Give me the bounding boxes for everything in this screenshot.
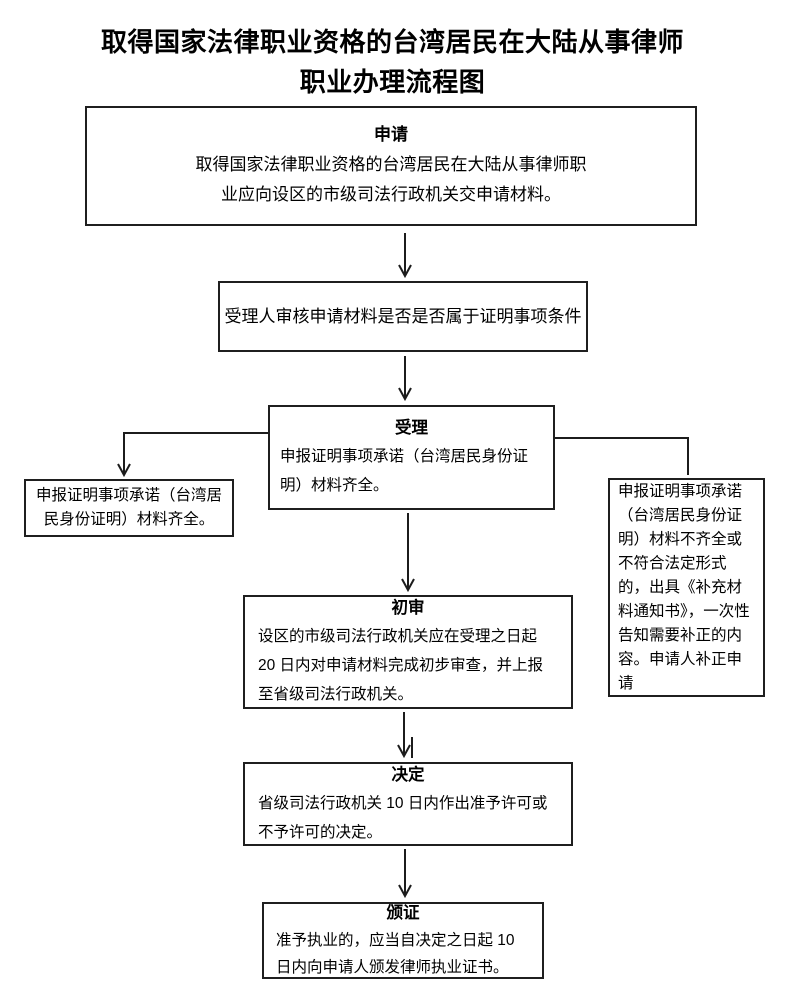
flow-box-decision-title: 决定 xyxy=(391,765,425,784)
arrow-decision-to-certificate-icon xyxy=(398,849,412,899)
flow-box-apply-body: 取得国家法律职业资格的台湾居民在大陆从事律师职业应向设区的市级司法行政机关交申请… xyxy=(195,155,587,204)
flow-box-certificate: 颁证 准予执业的，应当自决定之日起 10 日内向申请人颁发律师执业证书。 xyxy=(262,902,544,979)
flow-box-initial-review-title: 初审 xyxy=(391,599,425,617)
flow-box-certificate-title: 颁证 xyxy=(386,904,420,922)
flow-box-materials-incomplete-body: 申报证明事项承诺（台湾居民身份证明）材料不齐全或不符合法定形式的，出具《补充材料… xyxy=(618,482,750,692)
flow-box-review-check-body: 受理人审核申请材料是否是否属于证明事项条件 xyxy=(224,307,582,326)
flow-box-initial-review: 初审 设区的市级司法行政机关应在受理之日起 20 日内对申请材料完成初步审查，并… xyxy=(243,595,573,709)
flow-box-decision-body: 省级司法行政机关 10 日内作出准予许可或不予许可的决定。 xyxy=(258,794,548,841)
flow-box-initial-review-body: 设区的市级司法行政机关应在受理之日起 20 日内对申请材料完成初步审查，并上报至… xyxy=(258,628,544,703)
flow-box-apply: 申请 取得国家法律职业资格的台湾居民在大陆从事律师职业应向设区的市级司法行政机关… xyxy=(85,106,697,226)
page-title: 取得国家法律职业资格的台湾居民在大陆从事律师职业办理流程图 xyxy=(100,27,684,97)
flow-box-materials-incomplete: 申报证明事项承诺（台湾居民身份证明）材料不齐全或不符合法定形式的，出具《补充材料… xyxy=(608,478,765,697)
flow-box-apply-title: 申请 xyxy=(374,125,408,144)
flow-box-accept: 受理 申报证明事项承诺（台湾居民身份证明）材料齐全。 xyxy=(268,405,555,510)
connector-accept-to-incomplete-icon xyxy=(555,437,689,475)
arrow-initial-to-decision-icon xyxy=(397,712,413,759)
flow-box-decision: 决定 省级司法行政机关 10 日内作出准予许可或不予许可的决定。 xyxy=(243,762,573,846)
flow-box-materials-complete-body: 申报证明事项承诺（台湾居民身份证明）材料齐全。 xyxy=(35,487,222,528)
connector-accept-to-complete-icon xyxy=(117,432,268,478)
arrow-review-to-accept-icon xyxy=(398,356,412,402)
flow-box-materials-complete: 申报证明事项承诺（台湾居民身份证明）材料齐全。 xyxy=(24,479,234,537)
arrow-accept-to-initial-icon xyxy=(401,513,415,593)
flow-box-certificate-body: 准予执业的，应当自决定之日起 10 日内向申请人颁发律师执业证书。 xyxy=(276,932,515,976)
flow-box-accept-body: 申报证明事项承诺（台湾居民身份证明）材料齐全。 xyxy=(280,448,529,494)
flow-box-accept-title: 受理 xyxy=(395,419,428,437)
arrow-apply-to-review-icon xyxy=(398,233,412,279)
flow-box-review-check: 受理人审核申请材料是否是否属于证明事项条件 xyxy=(218,281,588,352)
